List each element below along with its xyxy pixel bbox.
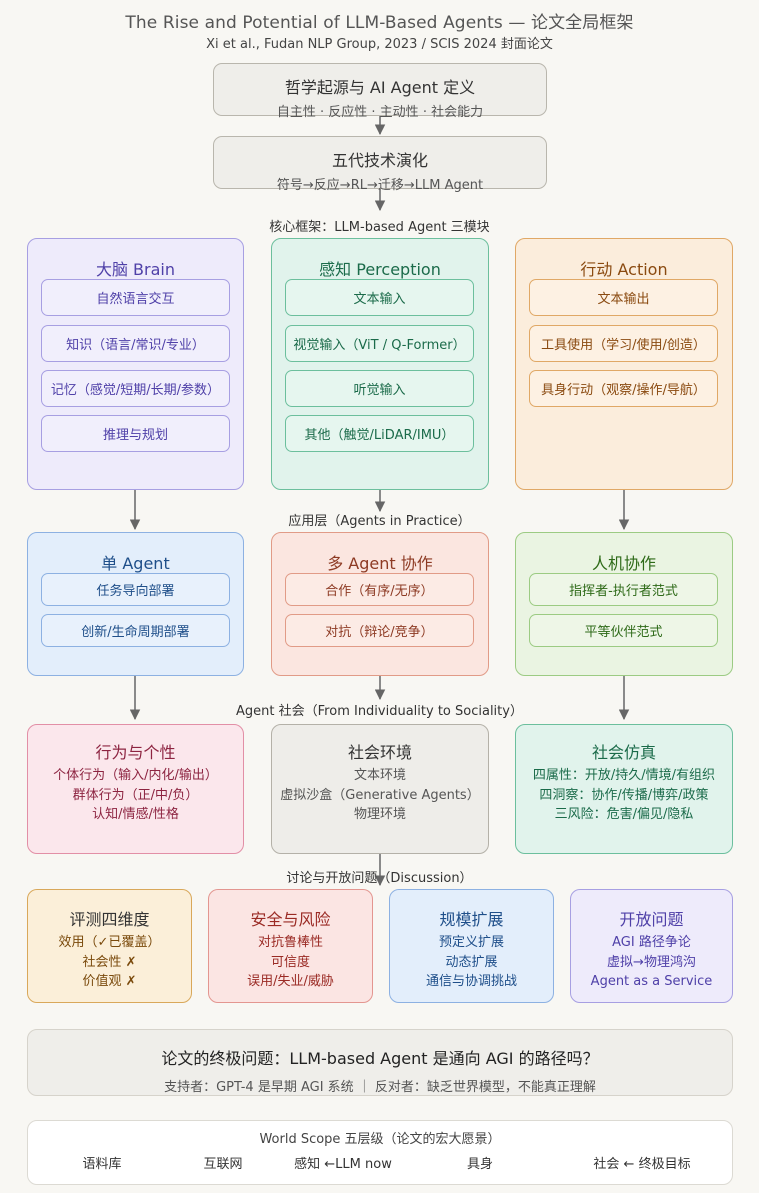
simulation-line: 四洞察：协作/传播/博弈/政策: [539, 787, 709, 803]
simulation-line: 三风险：危害/偏见/隐私: [554, 807, 694, 822]
action-item: 具身行动（观察/操作/导航）: [529, 370, 718, 407]
open-problems-line: AGI 路径争论: [612, 935, 691, 950]
human-agent-panel: 人机协作 指挥者-执行者范式 平等伙伴范式: [515, 532, 733, 676]
human-agent-item: 指挥者-执行者范式: [529, 573, 718, 606]
definition-title: 哲学起源与 AI Agent 定义: [284, 78, 476, 97]
world-scope-level: 互联网: [203, 1157, 243, 1172]
environment-line: 物理环境: [353, 807, 406, 822]
behavior-line: 群体行为（正/中/负）: [72, 787, 199, 803]
core-section-label: 核心框架：LLM-based Agent 三模块: [269, 220, 490, 235]
perception-module: 感知 Perception 文本输入 视觉输入（ViT / Q-Former） …: [271, 238, 489, 490]
society-section-label: Agent 社会（From Individuality to Sociality…: [236, 704, 523, 719]
world-scope-level: 具身: [466, 1157, 493, 1172]
discussion-section-label: 讨论与开放问题（Discussion）: [286, 871, 473, 886]
practice-section-label: 应用层（Agents in Practice）: [288, 514, 471, 529]
page-subtitle: Xi et al., Fudan NLP Group, 2023 / SCIS …: [206, 37, 553, 52]
safety-panel: 安全与风险 对抗鲁棒性 可信度 误用/失业/威胁: [208, 889, 373, 1003]
safety-line: 对抗鲁棒性: [257, 935, 323, 950]
brain-item: 推理与规划: [41, 415, 230, 452]
behavior-panel: 行为与个性 个体行为（输入/内化/输出） 群体行为（正/中/负） 认知/情感/性…: [27, 724, 244, 854]
multi-agent-item: 对抗（辩论/竞争）: [285, 614, 474, 647]
evaluation-line: 价值观 ✗: [82, 974, 137, 989]
evaluation-line: 社会性 ✗: [82, 954, 137, 970]
evaluation-title: 评测四维度: [69, 910, 150, 929]
brain-module: 大脑 Brain 自然语言交互 知识（语言/常识/专业） 记忆（感觉/短期/长期…: [27, 238, 244, 490]
brain-item: 自然语言交互: [41, 279, 230, 316]
world-scope-box: World Scope 五层级（论文的宏大愿景）: [27, 1120, 733, 1185]
single-agent-item: 任务导向部署: [41, 573, 230, 606]
evaluation-panel: 评测四维度 效用（✓已覆盖） 社会性 ✗ 价值观 ✗: [27, 889, 192, 1003]
behavior-title: 行为与个性: [95, 743, 176, 762]
scaling-line: 预定义扩展: [438, 935, 504, 950]
single-agent-panel: 单 Agent 任务导向部署 创新/生命周期部署: [27, 532, 244, 676]
scaling-line: 通信与协调挑战: [425, 974, 517, 989]
action-item: 文本输出: [529, 279, 718, 316]
open-problems-title: 开放问题: [619, 910, 684, 929]
ultimate-question: 论文的终极问题：LLM-based Agent 是通向 AGI 的路径吗？: [161, 1049, 599, 1068]
environment-panel: 社会环境 文本环境 虚拟沙盒（Generative Agents） 物理环境: [271, 724, 489, 854]
open-problems-line: 虚拟→物理鸿沟: [607, 954, 696, 970]
world-scope-level: 语料库: [82, 1157, 122, 1172]
perception-item: 听觉输入: [285, 370, 474, 407]
simulation-title: 社会仿真: [591, 743, 656, 762]
evolution-box: 五代技术演化 符号→反应→RL→迁移→LLM Agent: [213, 136, 547, 193]
open-problems-line: Agent as a Service: [590, 974, 713, 989]
evolution-title: 五代技术演化: [331, 151, 428, 170]
page-title: The Rise and Potential of LLM-Based Agen…: [125, 13, 634, 33]
brain-item: 知识（语言/常识/专业）: [41, 325, 230, 362]
brain-item: 记忆（感觉/短期/长期/参数）: [41, 370, 230, 407]
perception-item: 视觉输入（ViT / Q-Former）: [285, 325, 474, 362]
brain-title: 大脑 Brain: [95, 260, 176, 279]
supporters-opponents: 支持者：GPT-4 是早期 AGI 系统 ｜ 反对者：缺乏世界模型，不能真正理解: [164, 1080, 596, 1095]
open-problems-panel: 开放问题 AGI 路径争论 虚拟→物理鸿沟 Agent as a Service: [570, 889, 733, 1003]
environment-line: 虚拟沙盒（Generative Agents）: [280, 787, 480, 803]
action-title: 行动 Action: [580, 260, 668, 279]
multi-agent-panel: 多 Agent 协作 合作（有序/无序） 对抗（辩论/竞争）: [271, 532, 489, 676]
perception-item: 其他（触觉/LiDAR/IMU）: [285, 415, 474, 452]
world-scope-level: 感知 ←LLM now: [294, 1157, 392, 1172]
environment-line: 文本环境: [353, 768, 406, 783]
perception-item: 文本输入: [285, 279, 474, 316]
world-scope-level: 社会 ← 终极目标: [593, 1157, 691, 1172]
safety-line: 可信度: [270, 954, 310, 970]
behavior-line: 认知/情感/性格: [92, 807, 179, 822]
environment-title: 社会环境: [347, 743, 412, 762]
multi-agent-title: 多 Agent 协作: [327, 554, 433, 573]
evaluation-line: 效用（✓已覆盖）: [58, 935, 161, 950]
perception-title: 感知 Perception: [319, 260, 441, 279]
single-agent-item: 创新/生命周期部署: [41, 614, 230, 647]
action-item: 工具使用（学习/使用/创造）: [529, 325, 718, 362]
definition-subtitle: 自主性 · 反应性 · 主动性 · 社会能力: [276, 105, 484, 120]
scaling-line: 动态扩展: [445, 954, 498, 970]
simulation-panel: 社会仿真 四属性：开放/持久/情境/有组织 四洞察：协作/传播/博弈/政策 三风…: [515, 724, 733, 854]
single-agent-title: 单 Agent: [101, 554, 170, 573]
scaling-panel: 规模扩展 预定义扩展 动态扩展 通信与协调挑战: [389, 889, 554, 1003]
evolution-subtitle: 符号→反应→RL→迁移→LLM Agent: [276, 178, 484, 193]
ultimate-question-box: 论文的终极问题：LLM-based Agent 是通向 AGI 的路径吗？ 支持…: [27, 1029, 733, 1096]
multi-agent-item: 合作（有序/无序）: [285, 573, 474, 606]
human-agent-title: 人机协作: [591, 554, 656, 573]
definition-box: 哲学起源与 AI Agent 定义 自主性 · 反应性 · 主动性 · 社会能力: [213, 63, 547, 120]
human-agent-item: 平等伙伴范式: [529, 614, 718, 647]
behavior-line: 个体行为（输入/内化/输出）: [53, 768, 218, 783]
safety-title: 安全与风险: [250, 910, 331, 929]
simulation-line: 四属性：开放/持久/情境/有组织: [532, 768, 716, 783]
world-scope-title: World Scope 五层级（论文的宏大愿景）: [259, 1132, 501, 1147]
scaling-title: 规模扩展: [439, 910, 504, 929]
action-module: 行动 Action 文本输出 工具使用（学习/使用/创造） 具身行动（观察/操作…: [515, 238, 733, 490]
safety-line: 误用/失业/威胁: [247, 974, 334, 989]
